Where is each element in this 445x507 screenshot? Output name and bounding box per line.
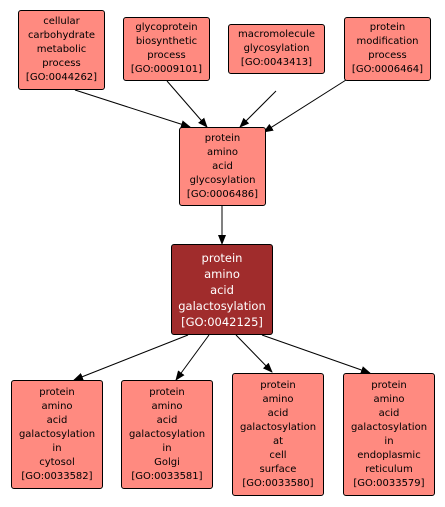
node-macromolecule-glycosylation[interactable]: macromolecule glycosylation [GO:0043413] bbox=[228, 24, 325, 74]
node-galactosylation-in-endoplasmic-reticulum[interactable]: protein amino acid galactosylation in en… bbox=[343, 373, 435, 496]
edge-go0042125-to-go0033582 bbox=[73, 334, 189, 381]
edge-go0042125-to-go0033579 bbox=[261, 334, 371, 374]
edge-go0043413-to-go0006486 bbox=[239, 90, 277, 128]
edge-go0042125-to-go0033580 bbox=[235, 334, 273, 373]
node-galactosylation-in-cytosol[interactable]: protein amino acid galactosylation in cy… bbox=[11, 380, 103, 489]
node-protein-modification-process[interactable]: protein modification process [GO:0006464… bbox=[344, 17, 431, 81]
edge-go0042125-to-go0033581 bbox=[175, 334, 210, 381]
edge-go0009101-to-go0006486 bbox=[166, 80, 208, 128]
node-protein-amino-acid-galactosylation[interactable]: protein amino acid galactosylation [GO:0… bbox=[171, 244, 273, 335]
node-galactosylation-in-golgi[interactable]: protein amino acid galactosylation in Go… bbox=[121, 380, 213, 489]
node-glycoprotein-biosynthetic-process[interactable]: glycoprotein biosynthetic process [GO:00… bbox=[123, 17, 210, 81]
edge-go0044262-to-go0006486 bbox=[74, 89, 191, 129]
edge-go0006464-to-go0006486 bbox=[263, 79, 347, 133]
node-protein-amino-acid-glycosylation[interactable]: protein amino acid glycosylation [GO:000… bbox=[179, 127, 266, 206]
node-galactosylation-at-cell-surface[interactable]: protein amino acid galactosylation at ce… bbox=[232, 373, 324, 496]
node-cellular-carbohydrate-metabolic-process[interactable]: cellular carbohydrate metabolic process … bbox=[18, 10, 105, 90]
